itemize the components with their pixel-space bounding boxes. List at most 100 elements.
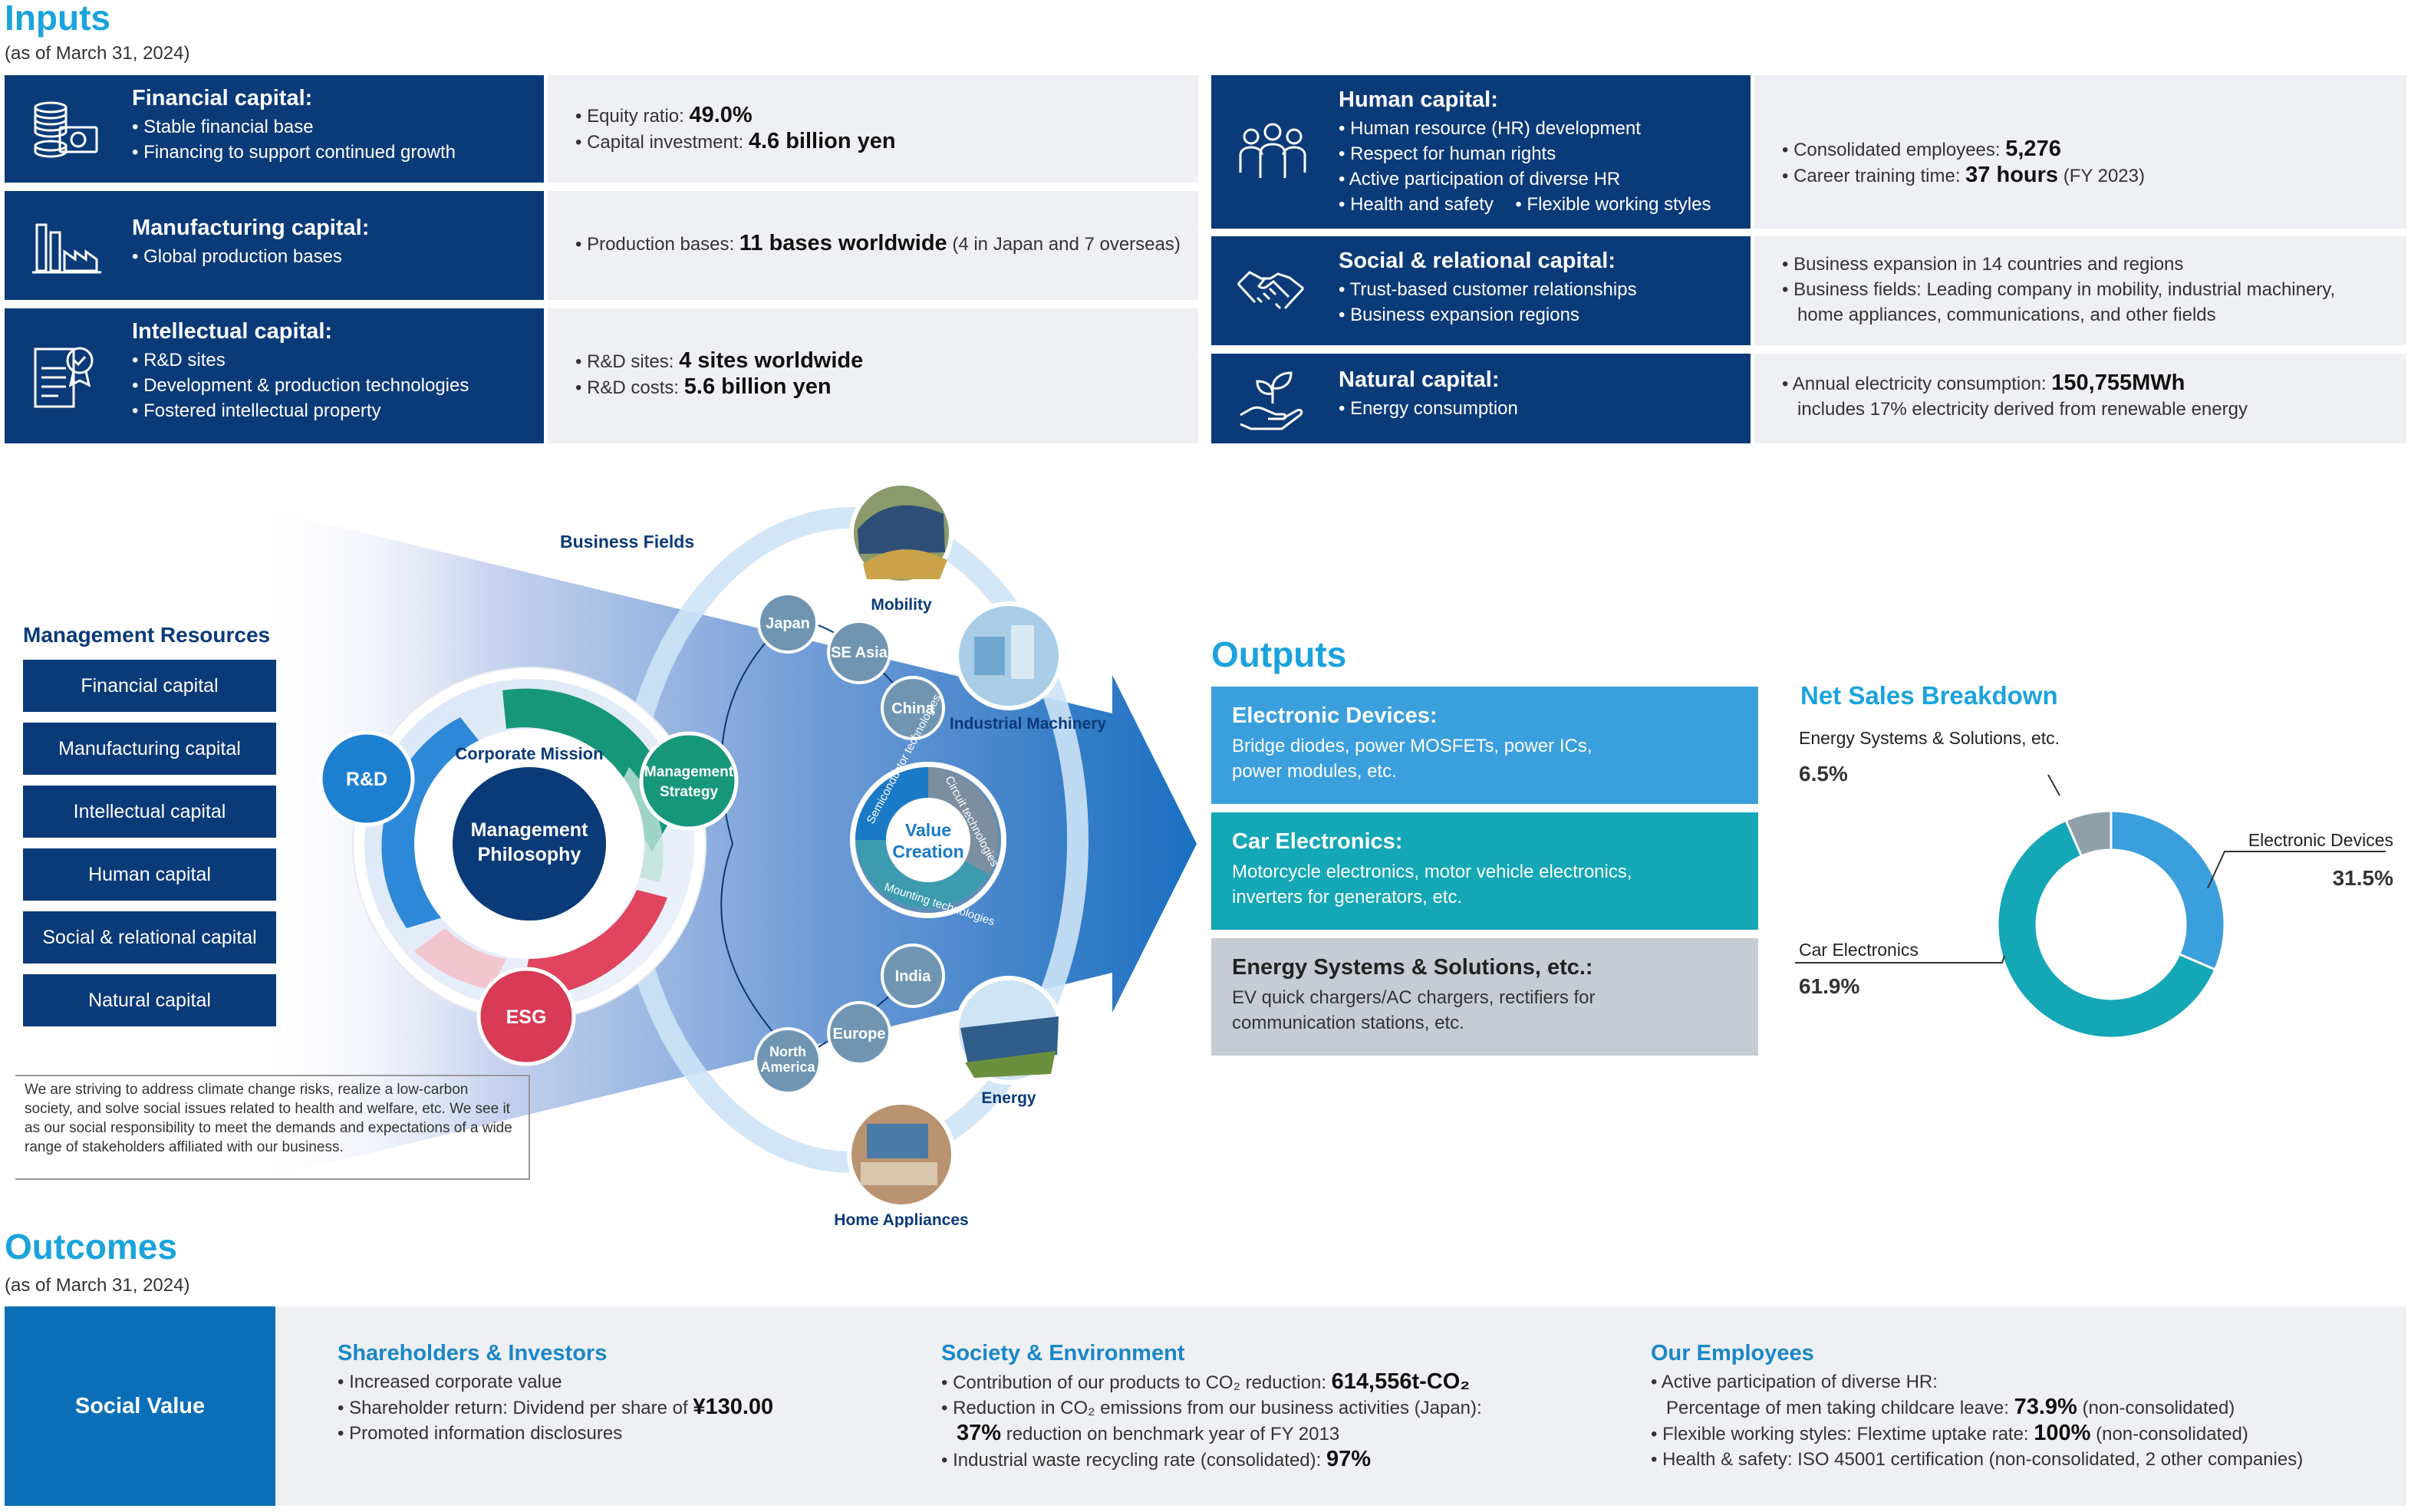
financial-capital-title: Financial capital: (132, 86, 313, 110)
resource-social: Social & relational capital (23, 911, 276, 964)
financial-values: Equity ratio: 49.0% Capital investment: … (548, 75, 1198, 183)
energy-photo (954, 976, 1063, 1085)
financial-bullet: Stable financial base (132, 114, 456, 140)
esg-arc (522, 890, 667, 998)
philosophy-label-2: Philosophy (478, 844, 581, 865)
manufacturing-bullet: Global production bases (132, 244, 369, 269)
social-values: Business expansion in 14 countries and r… (1754, 236, 2406, 345)
inputs-title: Inputs (5, 0, 110, 38)
region-node-china (881, 676, 945, 740)
society-line: • Reduction in CO₂ emissions from our bu… (941, 1398, 1482, 1418)
business-fields: Business fields: Leading company in mobi… (1782, 277, 2406, 302)
employees-line: • Flexible working styles: Flextime upta… (1651, 1421, 2248, 1445)
electricity-consumption: Annual electricity consumption: 150,755M… (1782, 371, 2406, 397)
resource-manufacturing: Manufacturing capital (23, 723, 276, 775)
natural-values: Annual electricity consumption: 150,755M… (1754, 354, 2406, 443)
shareholders-column: Shareholders & Investors • Increased cor… (338, 1341, 773, 1446)
human-bullet: Respect for human rights (1339, 141, 1711, 166)
field-energy: Energy (981, 1089, 1036, 1107)
resource-human: Human capital (23, 848, 276, 901)
human-values: Consolidated employees: 5,276 Career tra… (1754, 75, 2406, 229)
mobility-photo (849, 481, 954, 585)
net-sales-title: Net Sales Breakdown (1800, 681, 2058, 710)
legend-electronic-name: Electronic Devices (2248, 830, 2393, 850)
rd-costs: R&D costs: 5.6 billion yen (575, 374, 1198, 400)
output-car-desc: inverters for generators, etc. (1232, 887, 1463, 908)
society-line-cont: 37% reduction on benchmark year of FY 20… (957, 1421, 1340, 1445)
consolidated-employees: Consolidated employees: 5,276 (1782, 137, 2406, 163)
value-creation-2: Creation (892, 842, 963, 861)
output-car-desc: Motorcycle electronics, motor vehicle el… (1232, 861, 1632, 882)
region-node-europe (827, 1001, 891, 1066)
factory-icon (32, 223, 101, 274)
resource-natural: Natural capital (23, 974, 276, 1026)
career-training: Career training time: 37 hours (FY 2023) (1782, 163, 2406, 189)
intellectual-bullet: Development & production technologies (132, 373, 469, 398)
corporate-mission-label: Corporate Mission (455, 744, 603, 763)
strategy-label-1: Management (644, 764, 734, 780)
donut-slice-car-electronics (1996, 819, 2217, 1039)
output-energy-desc: EV quick chargers/AC chargers, rectifier… (1232, 987, 1596, 1008)
output-electronic-devices: Electronic Devices: Bridge diodes, power… (1211, 687, 1758, 804)
society-head: Society & Environment (941, 1341, 1185, 1365)
philosophy-label-1: Management (471, 819, 588, 841)
region-north-america-wrap: North America (760, 1044, 815, 1075)
intellectual-capital-title: Intellectual capital: (132, 319, 333, 344)
capital-investment: Capital investment: 4.6 billion yen (575, 129, 1198, 155)
output-electronic-desc: power modules, etc. (1232, 761, 1397, 782)
field-industrial-machinery: Industrial Machinery (950, 715, 1107, 733)
esg-arc-light (414, 928, 506, 990)
output-electronic-title: Electronic Devices: (1232, 703, 1438, 728)
value-creation-diagram: Corporate Mission Management Philosophy … (15, 481, 1197, 1227)
leader-car (1795, 955, 2005, 964)
region-node-se-asia (827, 620, 891, 684)
home-appliances-photo (847, 1100, 956, 1209)
renewable-note: includes 17% electricity derived from re… (1797, 399, 2248, 420)
legend-car-name: Car Electronics (1799, 940, 1919, 960)
donut-slice-energy-systems-solutions-etc (2064, 809, 2113, 858)
intellectual-bullet: R&D sites (132, 348, 469, 373)
intellectual-values: R&D sites: 4 sites worldwide R&D costs: … (548, 308, 1198, 443)
rd-sites: R&D sites: 4 sites worldwide (575, 348, 1198, 374)
financial-bullet: Financing to support continued growth (132, 140, 456, 165)
employees-line: • Health & safety: ISO 45001 certificati… (1651, 1449, 2304, 1470)
society-column: Society & Environment • Contribution of … (941, 1341, 1482, 1473)
outputs-title: Outputs (1211, 634, 1347, 674)
coins-icon (34, 101, 98, 158)
human-capital-card: Human capital: Human resource (HR) devel… (1211, 75, 1751, 229)
outcomes-as-of: (as of March 31, 2024) (5, 1275, 190, 1296)
social-bullet: Business expansion regions (1339, 302, 1637, 328)
output-energy-systems: Energy Systems & Solutions, etc.: EV qui… (1211, 938, 1758, 1056)
region-north-america: North America (760, 1044, 815, 1075)
net-sales-donut-chart: Energy Systems & Solutions, etc. 6.5% El… (1795, 728, 2393, 1039)
employees-column: Our Employees • Active participation of … (1651, 1341, 2303, 1472)
human-bullet: Active participation of diverse HR (1339, 166, 1711, 192)
production-bases: Production bases: 11 bases worldwide (4 … (575, 231, 1198, 257)
field-mobility: Mobility (871, 596, 932, 614)
region-connector (720, 605, 806, 1067)
legend-energy-value: 6.5% (1799, 762, 1848, 786)
strategy-node (639, 731, 739, 831)
employees-head: Our Employees (1651, 1341, 1814, 1365)
value-creation-center (886, 798, 970, 882)
employees-line-cont: Percentage of men taking childcare leave… (1666, 1395, 2235, 1419)
equity-ratio: Equity ratio: 49.0% (575, 103, 1198, 129)
society-line: • Industrial waste recycling rate (conso… (941, 1447, 1372, 1471)
natural-bullet: Energy consumption (1339, 396, 1518, 421)
note-border (15, 1075, 530, 1180)
esg-node (476, 967, 576, 1066)
social-capital-title: Social & relational capital: (1339, 249, 1616, 273)
shareholders-line: • Shareholder return: Dividend per share… (338, 1395, 774, 1419)
shareholders-head: Shareholders & Investors (338, 1341, 608, 1365)
output-car-electronics: Car Electronics: Motorcycle electronics,… (1211, 812, 1758, 930)
manufacturing-capital-card: Manufacturing capital: Global production… (5, 191, 544, 300)
outcomes-panel (5, 1306, 2406, 1506)
shareholders-line: • Increased corporate value (338, 1372, 562, 1392)
leader-energy (2047, 774, 2060, 796)
rd-node (318, 730, 415, 827)
human-bullet: Health and safety (1339, 194, 1494, 215)
legend-energy-name: Energy Systems & Solutions, etc. (1799, 728, 2060, 748)
business-fields-title: Business Fields (560, 532, 694, 552)
intellectual-bullet: Fostered intellectual property (132, 398, 469, 423)
human-bullet: Human resource (HR) development (1339, 116, 1711, 141)
